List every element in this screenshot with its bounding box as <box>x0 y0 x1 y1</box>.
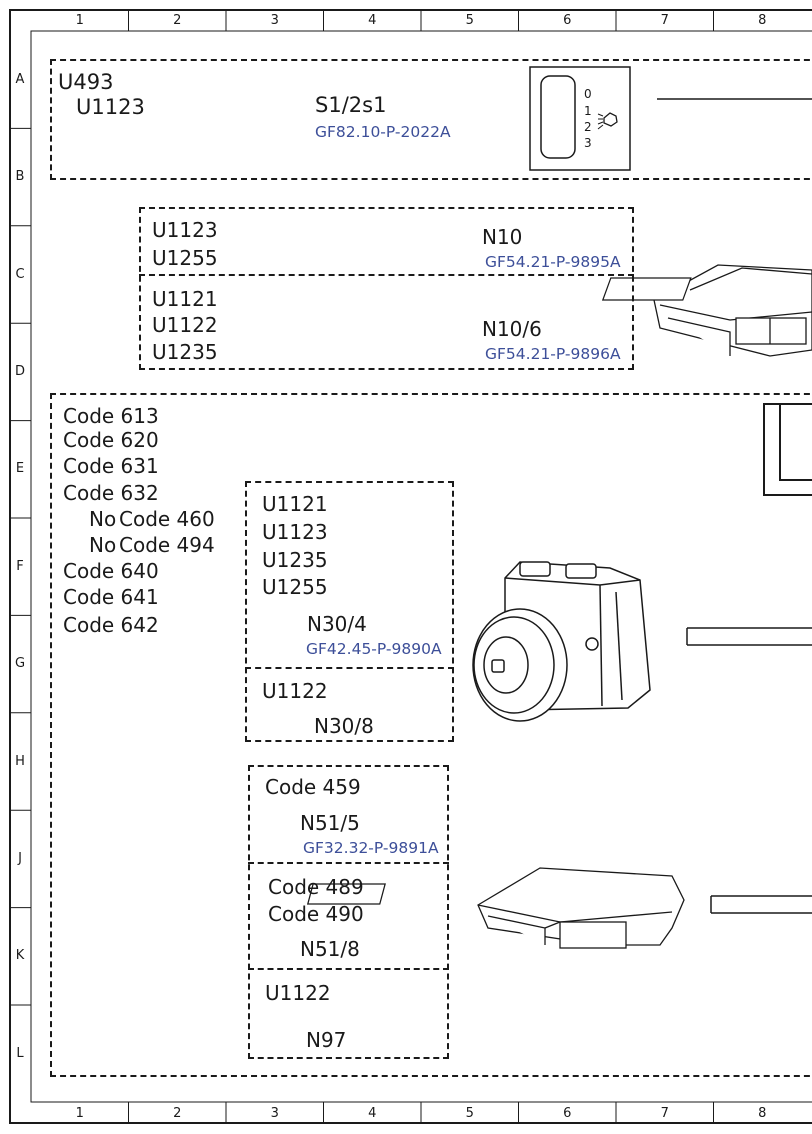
n30-8-component: N30/8 <box>314 714 374 738</box>
n97-component: N97 <box>306 1028 347 1052</box>
switch-pos-2: 2 <box>584 120 592 134</box>
code-e-8: Code 641 <box>63 585 159 609</box>
n51-8-code-2: Code 490 <box>268 902 364 926</box>
n30-4-code-2: U1123 <box>262 520 328 544</box>
column-label-top-6: 6 <box>563 13 572 28</box>
n10-component: N10 <box>482 225 523 249</box>
column-label-top-7: 7 <box>660 13 669 28</box>
n10-6-component: N10/6 <box>482 317 542 341</box>
block-a-code-2: U1123 <box>76 95 145 119</box>
hydraulic-unit-n30-4-drawing <box>472 561 651 722</box>
group-box-e <box>50 393 812 1077</box>
n51-5-component: N51/5 <box>300 811 360 835</box>
row-label-F: F <box>16 558 24 574</box>
block-a-code-1: U493 <box>58 70 114 94</box>
row-label-G: G <box>14 656 26 672</box>
n97-code-1: U1122 <box>265 981 331 1005</box>
n51-8-component: N51/8 <box>300 937 360 961</box>
column-label-top-2: 2 <box>173 13 182 28</box>
row-label-L: L <box>16 1045 24 1061</box>
switch-pos-0: 0 <box>584 87 592 101</box>
row-label-J: J <box>18 850 22 866</box>
light-switch-symbol <box>529 66 631 171</box>
n10-code-2: U1255 <box>152 246 218 270</box>
column-label-bottom-8: 8 <box>758 1106 767 1121</box>
n30-8-code-1: U1122 <box>262 679 328 703</box>
column-label-top-4: 4 <box>368 13 377 28</box>
n30-4-ref-link[interactable]: GF42.45-P-9890A <box>306 640 442 658</box>
column-label-bottom-4: 4 <box>368 1106 377 1121</box>
n10-6-ref-link[interactable]: GF54.21-P-9896A <box>485 345 621 363</box>
column-label-bottom-6: 6 <box>563 1106 572 1121</box>
n30-4-code-4: U1255 <box>262 575 328 599</box>
code-e-3: Code 631 <box>63 454 159 478</box>
code-e-9: Code 642 <box>63 613 159 637</box>
column-label-bottom-5: 5 <box>465 1106 474 1121</box>
row-label-K: K <box>15 948 25 964</box>
n51-5-ref-link[interactable]: GF32.32-P-9891A <box>303 839 439 857</box>
block-a-ref-link[interactable]: GF82.10-P-2022A <box>315 123 451 141</box>
column-label-top-8: 8 <box>758 13 767 28</box>
group-box-n30 <box>245 481 454 742</box>
n30-4-code-3: U1235 <box>262 548 328 572</box>
inner-frame <box>30 30 812 1103</box>
column-label-top-3: 3 <box>270 13 279 28</box>
n51-8-code-1: Code 489 <box>268 875 364 899</box>
column-label-bottom-2: 2 <box>173 1106 182 1121</box>
row-label-B: B <box>15 169 25 185</box>
switch-pos-1: 1 <box>584 104 592 118</box>
row-ticks <box>10 127 31 1006</box>
code-e-5: Code 460 <box>119 507 215 531</box>
column-label-bottom-7: 7 <box>660 1106 669 1121</box>
row-label-H: H <box>15 753 25 769</box>
row-label-A: A <box>15 71 25 87</box>
outer-frame <box>9 9 812 1124</box>
group-box-a <box>50 59 812 180</box>
column-label-bottom-3: 3 <box>270 1106 279 1121</box>
switch-pos-3: 3 <box>584 136 592 150</box>
code-e-6: Code 494 <box>119 533 215 557</box>
connector-outline <box>763 403 812 496</box>
group-box-n30-divider <box>245 667 454 669</box>
n51-5-code-1: Code 459 <box>265 775 361 799</box>
row-label-D: D <box>14 363 25 379</box>
column-label-bottom-1: 1 <box>75 1106 84 1121</box>
group-box-c <box>139 207 634 370</box>
column-label-top-5: 5 <box>465 13 474 28</box>
column-ticks <box>128 10 714 1123</box>
block-a-component: S1/2s1 <box>315 93 387 117</box>
group-box-c-divider <box>139 274 634 276</box>
n10-6-code-3: U1235 <box>152 340 218 364</box>
n10-code-1: U1123 <box>152 218 218 242</box>
code-e-4: Code 632 <box>63 481 159 505</box>
n10-6-code-1: U1121 <box>152 287 218 311</box>
n10-ref-link[interactable]: GF54.21-P-9895A <box>485 253 621 271</box>
code-e-6-prefix: No <box>89 533 117 557</box>
code-e-7: Code 640 <box>63 559 159 583</box>
code-e-1: Code 613 <box>63 404 159 428</box>
n30-4-component: N30/4 <box>307 612 367 636</box>
group-box-n51-divider-1 <box>248 862 449 864</box>
group-box-n51-divider-2 <box>248 968 449 970</box>
group-box-n51 <box>248 765 449 1059</box>
control-unit-n10-drawing <box>601 264 812 357</box>
row-label-C: C <box>15 266 25 282</box>
column-label-top-1: 1 <box>75 13 84 28</box>
code-e-5-prefix: No <box>89 507 117 531</box>
code-e-2: Code 620 <box>63 428 159 452</box>
row-label-E: E <box>15 461 25 477</box>
control-unit-n51-drawing <box>306 867 685 949</box>
n10-6-code-2: U1122 <box>152 313 218 337</box>
n30-4-code-1: U1121 <box>262 492 328 516</box>
